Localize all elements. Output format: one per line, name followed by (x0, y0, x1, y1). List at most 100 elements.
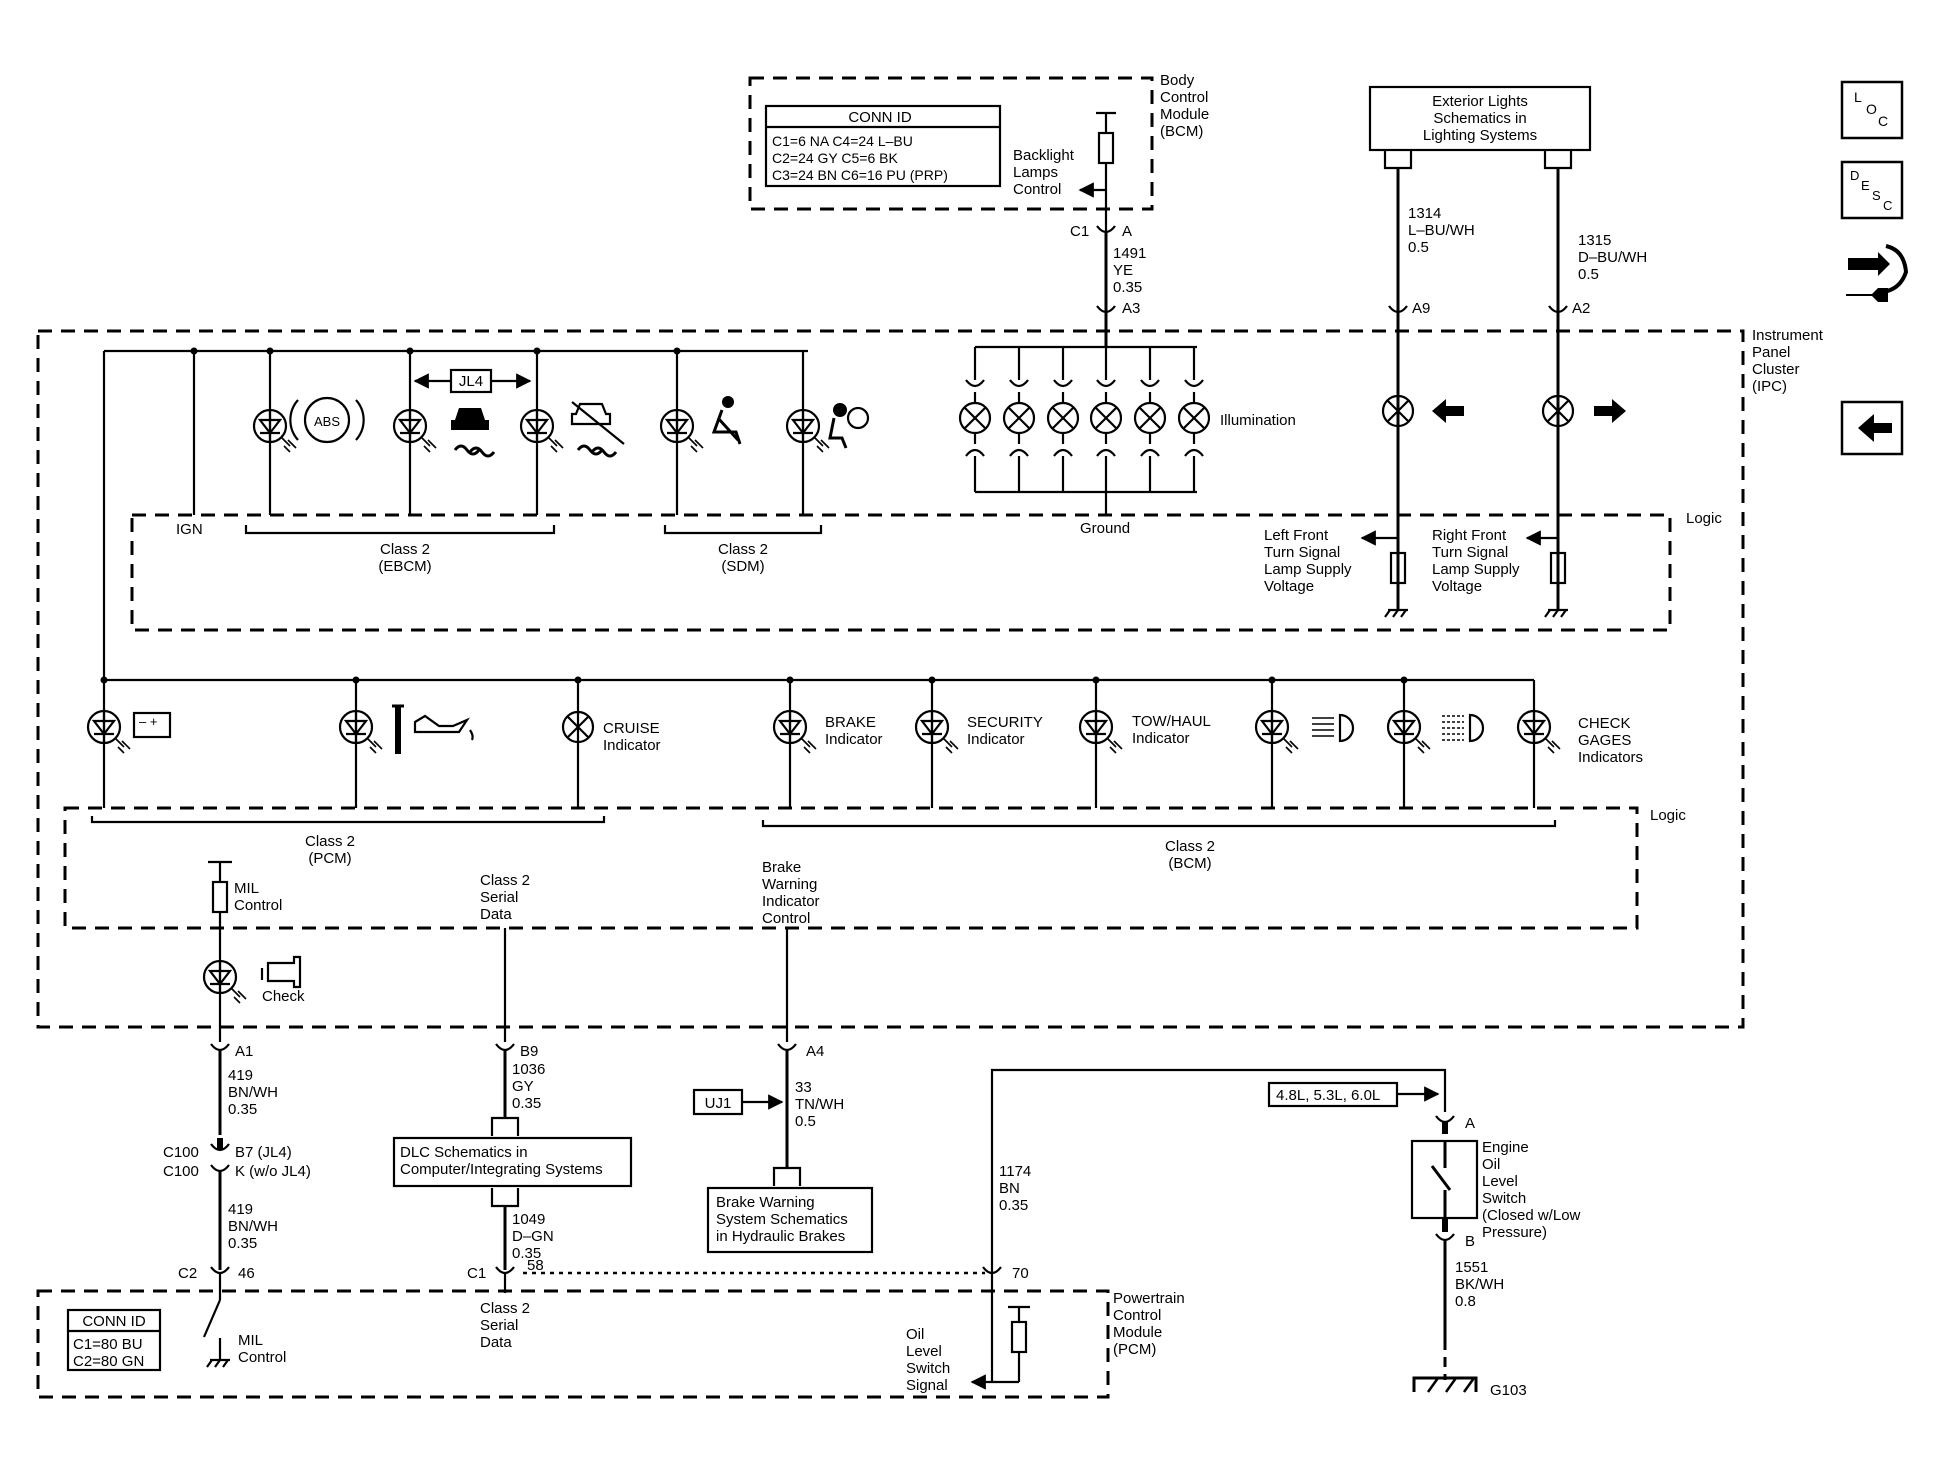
svg-text:Class 2(PCM): Class 2(PCM) (305, 833, 355, 867)
traction-indicator (392, 347, 496, 515)
ipc-title-1: Instrument (1752, 327, 1824, 344)
desc-c: C (1883, 198, 1892, 213)
pin-a4: A4 (806, 1043, 824, 1060)
ipc-title-3: Cluster (1752, 361, 1800, 378)
c100-2: C100 (163, 1163, 199, 1180)
left-turn-1: Left Front (1264, 527, 1329, 544)
c1-label: C1 (467, 1265, 486, 1282)
switch-6: Pressure) (1482, 1224, 1547, 1241)
wire-1174-color: BN (999, 1180, 1020, 1197)
ext-box-3: Lighting Systems (1423, 127, 1537, 144)
brake-warning-4: Control (762, 910, 810, 927)
desc-s: S (1872, 188, 1881, 203)
jl4-label: JL4 (459, 373, 483, 390)
bcm-title-4: (BCM) (1160, 123, 1203, 140)
desc-e: E (1861, 178, 1870, 193)
wire-1036-color: GY (512, 1078, 534, 1095)
brake-2: Indicator (825, 731, 883, 748)
loc-l: L (1854, 89, 1862, 105)
brake-warning-box[interactable] (706, 1186, 874, 1254)
svg-text:Class 2(SDM): Class 2(SDM) (718, 541, 768, 575)
fog-lamp-indicator (1386, 676, 1485, 808)
switch-a-pin (1434, 1114, 1456, 1124)
ign-label: IGN (176, 521, 203, 538)
bcm-title-2: Control (1160, 89, 1208, 106)
check-label: Check (262, 988, 305, 1005)
illumination-bulb-5 (1133, 347, 1167, 492)
pcm-serial-1: Class 2 (480, 1300, 530, 1317)
ipc-pin-a9: A9 (1412, 300, 1430, 317)
bcm-conn-row-2: C2=24 GY C5=6 BK (772, 150, 898, 166)
ipc-pin-a2: A2 (1572, 300, 1590, 317)
wire-1174: 1174 (999, 1163, 1031, 1180)
connector-tool-icon[interactable] (1846, 244, 1909, 302)
right-turn-3: Lamp Supply (1432, 561, 1520, 578)
switch-pin-a: A (1465, 1115, 1475, 1132)
wire-1315-color: D–BU/WH (1578, 249, 1647, 266)
wire-1314-gauge: 0.5 (1408, 239, 1429, 256)
security-2: Indicator (967, 731, 1025, 748)
wire-1036: 1036 (512, 1061, 545, 1078)
switch-3: Level (1482, 1173, 1518, 1190)
lower-logic-box (63, 806, 1639, 930)
ground-label: Ground (1080, 520, 1130, 537)
illumination-bulbs (958, 347, 1211, 492)
brake-warning-1: Brake (762, 859, 801, 876)
class2-sdm-1: Class 2 (718, 541, 768, 558)
dlc-box[interactable] (392, 1136, 633, 1188)
wire-1551-gauge: 0.8 (1455, 1293, 1476, 1310)
pcm-mil-2: Control (238, 1349, 286, 1366)
back-button[interactable] (1840, 400, 1904, 456)
pcm-title-4: (PCM) (1113, 1341, 1156, 1358)
serial-1: Class 2 (480, 872, 530, 889)
ipc-a1-pin (209, 1042, 231, 1052)
class2-pcm-2: (PCM) (308, 850, 351, 867)
pin-a1: A1 (235, 1043, 253, 1060)
wire-33-gauge: 0.5 (795, 1113, 816, 1130)
tow-1: TOW/HAUL (1132, 713, 1211, 730)
right-turn-4: Voltage (1432, 578, 1482, 595)
battery-indicator: – + (86, 680, 172, 808)
right-turn-1: Right Front (1432, 527, 1507, 544)
wire-1491: 1491 (1113, 245, 1146, 262)
loc-c: C (1878, 113, 1888, 129)
pcm-oil-3: Switch (906, 1360, 950, 1377)
brake-box-3: in Hydraulic Brakes (716, 1228, 845, 1245)
switch-5: (Closed w/Low (1482, 1207, 1581, 1224)
cruise-1: CRUISE (603, 720, 660, 737)
desc-button[interactable]: D E S C (1840, 160, 1904, 220)
pcm-mil-1: MIL (238, 1332, 263, 1349)
c100-pin-2 (209, 1163, 231, 1173)
ipc-b9-pin (494, 1042, 516, 1052)
svg-text:Class 2(EBCM): Class 2(EBCM) (378, 541, 431, 575)
loc-button[interactable]: L O C (1840, 80, 1904, 140)
pcm-serial-2: Serial (480, 1317, 518, 1334)
class2-bcm-2: (BCM) (1168, 855, 1211, 872)
wire-33: 33 (795, 1079, 812, 1096)
back-arrow-icon (1858, 414, 1892, 442)
illumination-bulb-2 (1002, 347, 1036, 492)
engine-options: 4.8L, 5.3L, 6.0L (1276, 1087, 1380, 1104)
